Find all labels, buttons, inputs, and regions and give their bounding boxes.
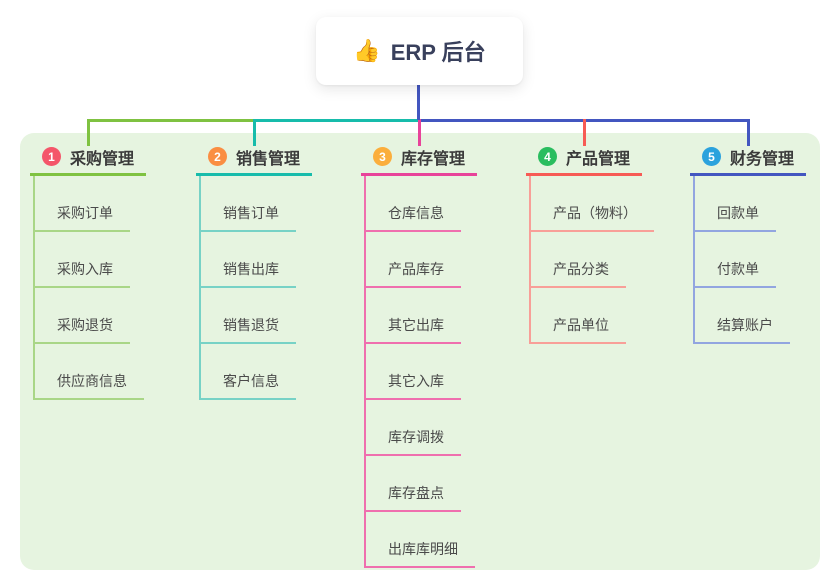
child-label: 产品分类 bbox=[553, 261, 609, 277]
child-node[interactable]: 结算账户 bbox=[695, 288, 790, 344]
connector-drop bbox=[418, 119, 421, 146]
branch-number-badge: 1 bbox=[42, 147, 61, 166]
connector-line bbox=[88, 119, 254, 122]
branch-label: 库存管理 bbox=[401, 150, 466, 168]
child-label: 出库库明细 bbox=[388, 541, 458, 557]
child-node[interactable]: 采购退货 bbox=[35, 288, 130, 344]
branches-panel bbox=[20, 133, 820, 570]
child-label: 销售订单 bbox=[223, 205, 279, 221]
child-node[interactable]: 供应商信息 bbox=[35, 344, 144, 400]
thumbs-up-icon: 👍 bbox=[353, 38, 381, 63]
child-node[interactable]: 库存盘点 bbox=[366, 456, 461, 512]
branch-header[interactable]: 5 财务管理 bbox=[690, 140, 806, 176]
child-label: 回款单 bbox=[717, 205, 759, 221]
branch-children: 回款单 付款单 结算账户 bbox=[693, 176, 839, 344]
child-node[interactable]: 采购入库 bbox=[35, 232, 130, 288]
child-node[interactable]: 销售订单 bbox=[201, 176, 296, 232]
child-label: 仓库信息 bbox=[388, 205, 444, 221]
root-connector-stem bbox=[417, 85, 420, 120]
branch-header[interactable]: 1 采购管理 bbox=[30, 140, 146, 176]
connector-drop bbox=[253, 119, 256, 146]
root-label: ERP 后台 bbox=[390, 40, 486, 65]
child-label: 其它出库 bbox=[388, 317, 444, 333]
child-label: 产品单位 bbox=[553, 317, 609, 333]
branch-number-badge: 4 bbox=[538, 147, 557, 166]
child-node[interactable]: 销售出库 bbox=[201, 232, 296, 288]
connector-drop bbox=[747, 119, 750, 146]
branch-label: 采购管理 bbox=[70, 150, 135, 168]
branch-label: 财务管理 bbox=[730, 150, 795, 168]
child-node[interactable]: 回款单 bbox=[695, 176, 776, 232]
connector-line bbox=[254, 119, 419, 122]
branch-number-badge: 2 bbox=[208, 147, 227, 166]
child-node[interactable]: 其它出库 bbox=[366, 288, 461, 344]
child-label: 供应商信息 bbox=[57, 373, 127, 389]
branch: 1 采购管理 采购订单 采购入库 采购退货 供应商信息 bbox=[30, 140, 180, 400]
child-node[interactable]: 其它入库 bbox=[366, 344, 461, 400]
child-label: 客户信息 bbox=[223, 373, 279, 389]
child-label: 其它入库 bbox=[388, 373, 444, 389]
child-node[interactable]: 产品库存 bbox=[366, 232, 461, 288]
branch-number-badge: 5 bbox=[702, 147, 721, 166]
child-node[interactable]: 客户信息 bbox=[201, 344, 296, 400]
branch-number-badge: 3 bbox=[373, 147, 392, 166]
branch: 3 库存管理 仓库信息 产品库存 其它出库 其它入库 库存调拨 库存盘点 出库库… bbox=[361, 140, 511, 568]
child-label: 采购入库 bbox=[57, 261, 113, 277]
branch-children: 销售订单 销售出库 销售退货 客户信息 bbox=[199, 176, 346, 400]
child-node[interactable]: 产品单位 bbox=[531, 288, 626, 344]
child-label: 付款单 bbox=[717, 261, 759, 277]
child-node[interactable]: 产品（物料） bbox=[531, 176, 654, 232]
child-label: 销售出库 bbox=[223, 261, 279, 277]
child-node[interactable]: 采购订单 bbox=[35, 176, 130, 232]
child-label: 销售退货 bbox=[223, 317, 279, 333]
branch-label: 产品管理 bbox=[566, 150, 631, 168]
branch-label: 销售管理 bbox=[236, 150, 301, 168]
branch-children: 产品（物料） 产品分类 产品单位 bbox=[529, 176, 676, 344]
child-label: 产品（物料） bbox=[553, 205, 637, 221]
child-label: 采购退货 bbox=[57, 317, 113, 333]
child-label: 库存盘点 bbox=[388, 485, 444, 501]
child-label: 产品库存 bbox=[388, 261, 444, 277]
branch-header[interactable]: 3 库存管理 bbox=[361, 140, 477, 176]
branch-children: 采购订单 采购入库 采购退货 供应商信息 bbox=[33, 176, 180, 400]
branch: 5 财务管理 回款单 付款单 结算账户 bbox=[690, 140, 839, 344]
branch: 4 产品管理 产品（物料） 产品分类 产品单位 bbox=[526, 140, 676, 344]
branch: 2 销售管理 销售订单 销售出库 销售退货 客户信息 bbox=[196, 140, 346, 400]
child-node[interactable]: 仓库信息 bbox=[366, 176, 461, 232]
child-node[interactable]: 付款单 bbox=[695, 232, 776, 288]
child-label: 库存调拨 bbox=[388, 429, 444, 445]
child-label: 结算账户 bbox=[717, 317, 773, 333]
branch-header[interactable]: 2 销售管理 bbox=[196, 140, 312, 176]
connector-drop bbox=[87, 119, 90, 146]
root-node[interactable]: 👍 ERP 后台 bbox=[316, 17, 523, 85]
child-node[interactable]: 出库库明细 bbox=[366, 512, 475, 568]
branch-children: 仓库信息 产品库存 其它出库 其它入库 库存调拨 库存盘点 出库库明细 bbox=[364, 176, 511, 568]
connector-drop bbox=[583, 119, 586, 146]
branch-header[interactable]: 4 产品管理 bbox=[526, 140, 642, 176]
child-node[interactable]: 产品分类 bbox=[531, 232, 626, 288]
child-node[interactable]: 销售退货 bbox=[201, 288, 296, 344]
child-node[interactable]: 库存调拨 bbox=[366, 400, 461, 456]
child-label: 采购订单 bbox=[57, 205, 113, 221]
